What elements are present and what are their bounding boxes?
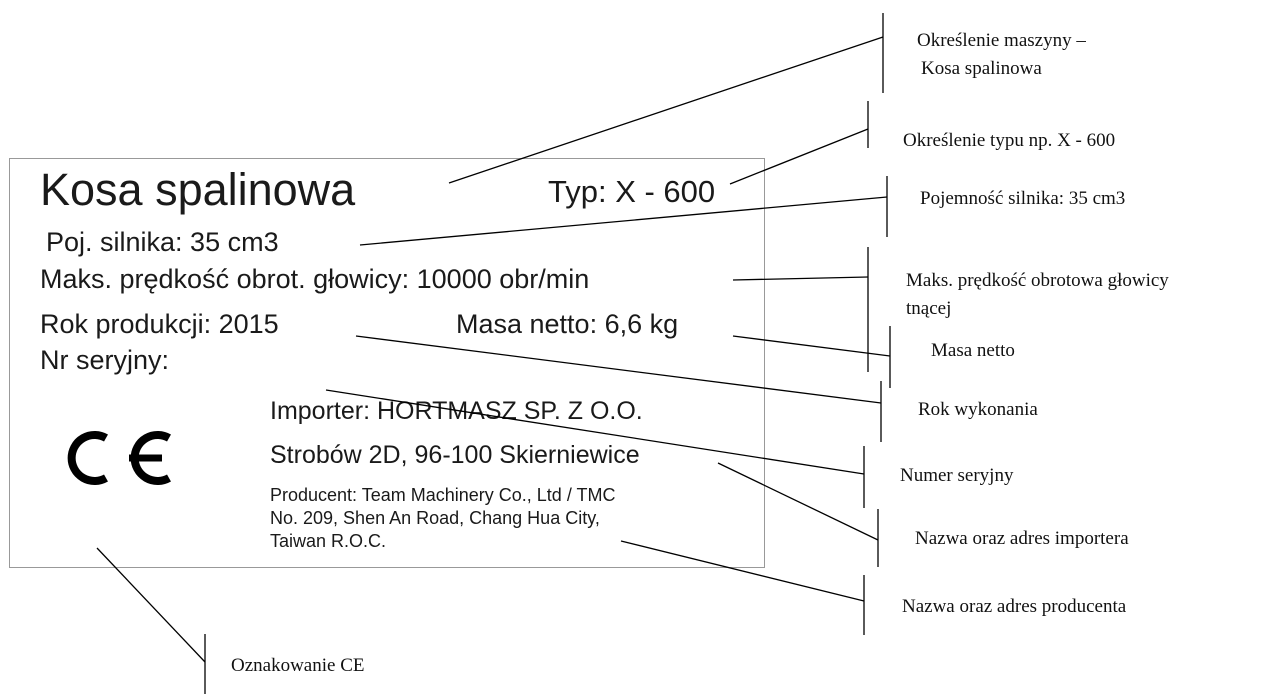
callout-machine-line2: Kosa spalinowa [921,58,1042,79]
callout-importer: Nazwa oraz adres importera [915,528,1129,549]
callout-engine: Pojemność silnika: 35 cm3 [920,188,1126,209]
rating-plate [9,158,765,568]
plate-producer-line3: Taiwan R.O.C. [270,531,387,551]
plate-producer-line1: Producent: Team Machinery Co., Ltd / TMC [270,485,616,505]
plate-importer-line2: Strobów 2D, 96-100 Skierniewice [270,441,640,469]
callout-type: Określenie typu np. X - 600 [903,130,1116,151]
ce-mark-c-shape [67,431,108,485]
plate-serial: Nr seryjny: [40,345,170,375]
leader-speed [732,276,869,281]
leader-producer [620,540,865,602]
leader-engine [359,196,888,246]
callout-ce: Oznakowanie CE [231,655,365,676]
callout-mass: Masa netto [931,340,1015,361]
leader-machine [448,36,884,184]
callout-speed-line1: Maks. prędkość obrotowa głowicy [906,270,1169,291]
plate-max-speed: Maks. prędkość obrot. głowicy: 10000 obr… [40,264,590,294]
leader-importer [717,462,879,541]
plate-title: Kosa spalinowa [40,164,356,215]
leader-serial [325,389,865,475]
leader-type [729,128,869,185]
leader-year [355,335,882,404]
plate-engine: Poj. silnika: 35 cm3 [46,227,279,257]
plate-net-mass: Masa netto: 6,6 kg [456,309,679,339]
callout-serial: Numer seryjny [900,465,1014,486]
callout-machine-line1: Określenie maszyny – [917,30,1086,51]
callout-speed-line2: tnącej [906,298,952,319]
ce-mark-icon [67,431,171,485]
plate-type: Typ: X - 600 [548,174,716,209]
leader-mass [732,335,891,357]
callout-year: Rok wykonania [918,399,1038,420]
plate-producer-line2: No. 209, Shen An Road, Chang Hua City, [270,508,600,528]
leader-ce [96,547,206,663]
plate-year: Rok produkcji: 2015 [40,309,279,339]
callout-producer: Nazwa oraz adres producenta [902,596,1127,617]
